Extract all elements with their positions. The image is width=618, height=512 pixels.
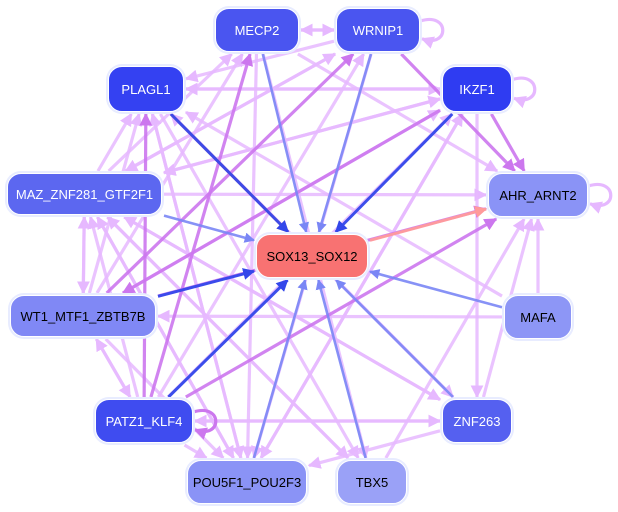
node-wrnip1[interactable]: WRNIP1 <box>336 8 420 52</box>
edge-plagl1-to-sox <box>169 112 290 234</box>
edge-ikzf1-to-sox <box>334 112 454 234</box>
node-label: TBX5 <box>355 474 389 490</box>
edge-znf263-to-pou <box>307 429 441 469</box>
edge-mafa-to-wt1 <box>156 309 503 323</box>
edge-mafa-to-sox <box>368 269 503 309</box>
edge-maz-to-plagl1 <box>96 112 133 172</box>
node-znf263[interactable]: ZNF263 <box>442 399 512 443</box>
edge-patz1-to-pou <box>183 443 208 460</box>
node-label: WT1_MTF1_ZBTB7B <box>20 308 146 324</box>
self-loop-layer <box>192 17 613 440</box>
edge-patz1-to-wrnip1 <box>156 52 366 398</box>
node-label: PATZ1_KLF4 <box>105 413 183 429</box>
node-plagl1[interactable]: PLAGL1 <box>108 66 184 112</box>
self-loop-ahr <box>587 182 613 214</box>
node-wt1[interactable]: WT1_MTF1_ZBTB7B <box>10 295 156 337</box>
node-label: MAZ_ZNF281_GTF2F1 <box>15 186 154 202</box>
edge-mecp2-to-pou <box>241 53 259 460</box>
node-label: AHR_ARNT2 <box>499 187 577 203</box>
node-label: SOX13_SOX12 <box>266 248 358 264</box>
edge-wrnip1-to-sox <box>316 53 373 233</box>
edge-znf263-to-sox <box>335 279 454 398</box>
node-ikzf1[interactable]: IKZF1 <box>442 66 512 112</box>
edge-pou-to-maz <box>96 215 235 459</box>
edge-plagl1-to-tbx5 <box>158 113 360 460</box>
edge-mecp2-to-sox <box>261 53 309 234</box>
edge-mafa-to-plagl1 <box>184 110 503 298</box>
edge-tbx5-to-sox <box>315 278 367 459</box>
edge-maz-to-wt1 <box>77 216 90 295</box>
node-mafa[interactable]: MAFA <box>504 295 572 339</box>
edge-ikzf1-to-wt1 <box>121 108 441 295</box>
node-sox[interactable]: SOX13_SOX12 <box>256 234 368 278</box>
self-loop-wrnip1 <box>419 17 445 49</box>
edge-ikzf1-to-maz <box>162 97 441 176</box>
node-tbx5[interactable]: TBX5 <box>337 460 407 504</box>
edge-pou-to-sox <box>252 279 308 459</box>
edge-znf263-to-maz <box>123 215 441 401</box>
edge-wrnip1-to-ahr <box>400 52 516 173</box>
self-loop-ikzf1 <box>511 76 537 109</box>
node-label: ZNF263 <box>453 413 501 429</box>
node-mecp2[interactable]: MECP2 <box>215 8 299 52</box>
node-label: MAFA <box>520 309 556 325</box>
node-ahr[interactable]: AHR_ARNT2 <box>488 173 588 217</box>
edge-patz1-to-sox <box>167 278 289 399</box>
node-label: WRNIP1 <box>352 22 404 38</box>
node-patz1[interactable]: PATZ1_KLF4 <box>95 399 193 443</box>
node-label: PLAGL1 <box>121 81 171 97</box>
node-label: POU5F1_POU2F3 <box>192 474 302 490</box>
self-loop-patz1 <box>192 408 218 440</box>
edge-tbx5-to-ahr <box>384 217 526 459</box>
edge-maz-to-sox <box>163 214 256 243</box>
edge-ikzf1-to-ahr <box>490 113 526 173</box>
node-pou[interactable]: POU5F1_POU2F3 <box>187 460 307 504</box>
edge-patz1-to-ahr <box>185 217 498 399</box>
node-label: IKZF1 <box>459 81 495 97</box>
edge-wt1-to-patz1 <box>94 338 132 399</box>
node-label: MECP2 <box>234 22 280 38</box>
edge-sox-to-ahr <box>369 206 488 242</box>
edge-wrnip1-to-plagl1 <box>184 39 335 83</box>
edge-pou-to-ikzf1 <box>259 112 464 459</box>
edge-wt1-to-sox <box>157 268 256 298</box>
node-maz[interactable]: MAZ_ZNF281_GTF2F1 <box>7 173 162 215</box>
